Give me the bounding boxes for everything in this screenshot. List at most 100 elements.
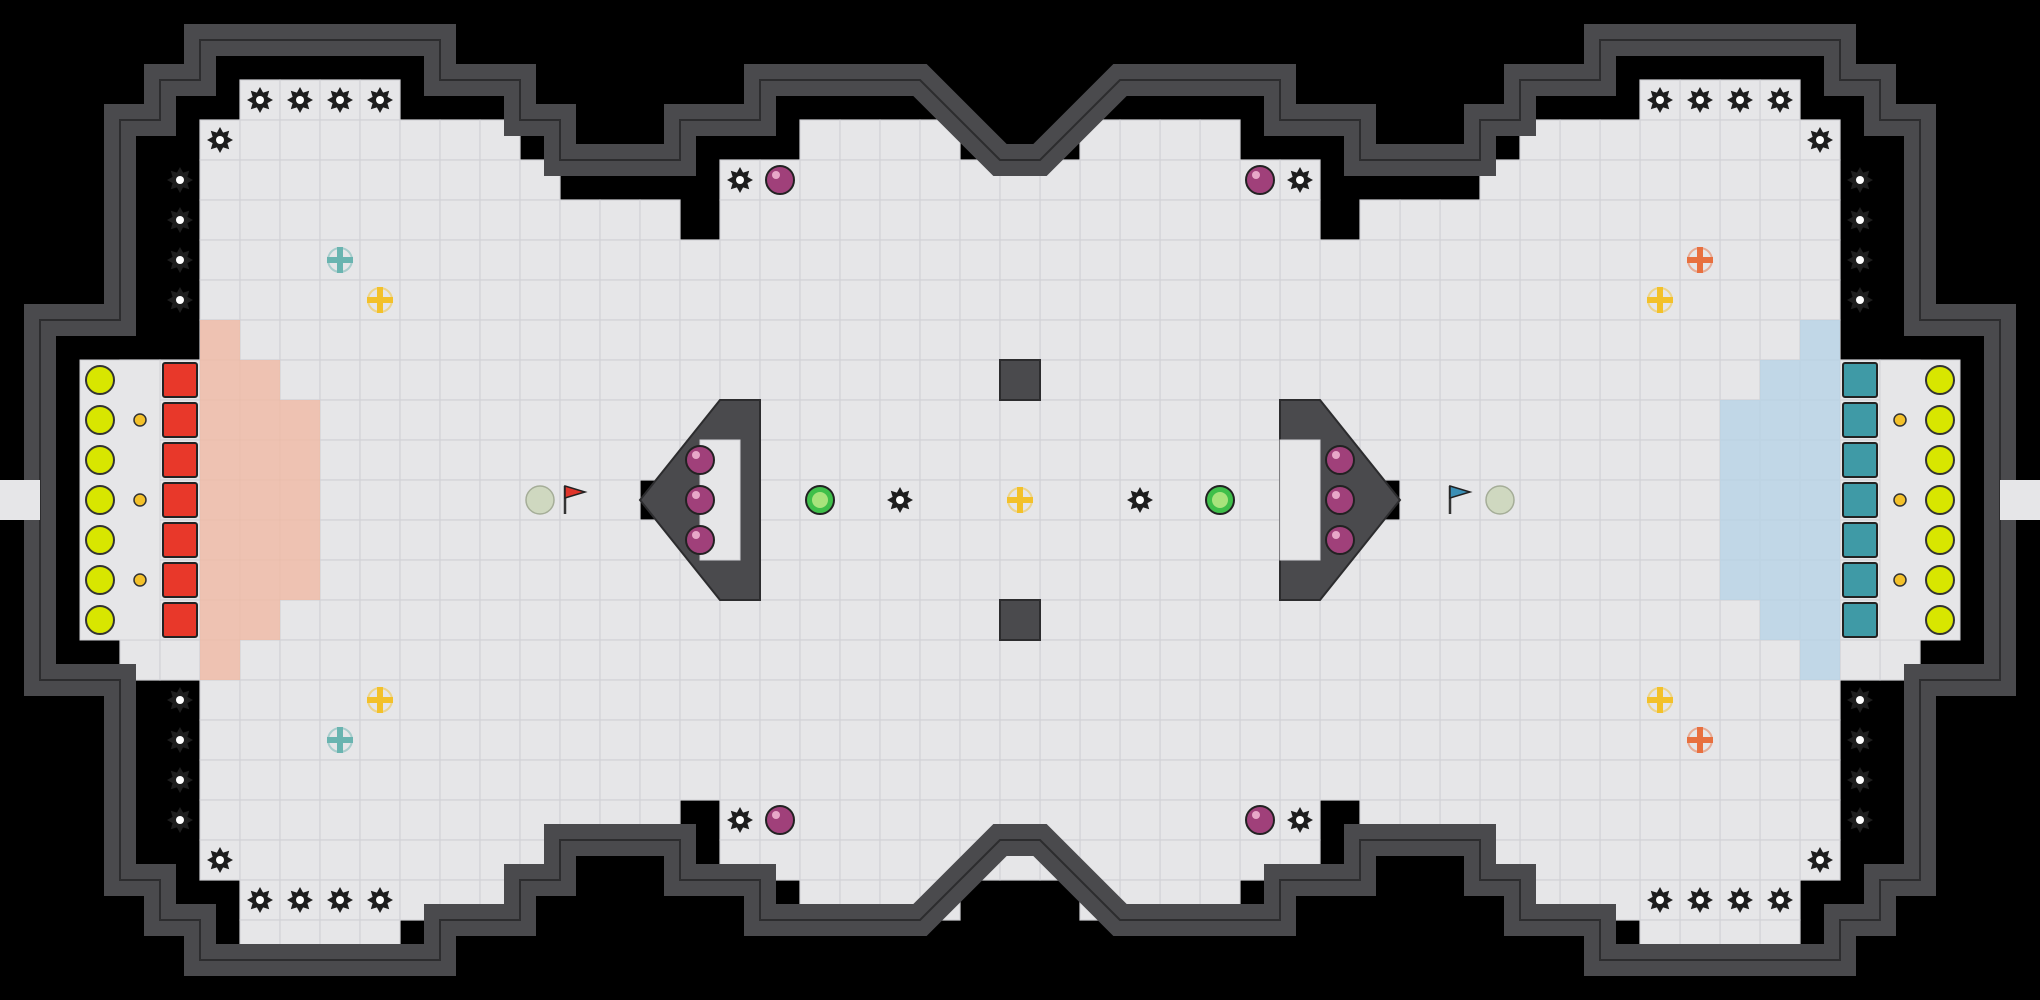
floor-tile bbox=[199, 759, 241, 801]
floor-tile bbox=[1559, 839, 1601, 881]
red-flag bbox=[563, 484, 588, 514]
floor-tile bbox=[279, 279, 321, 321]
floor-tile bbox=[1439, 319, 1481, 361]
floor-tile bbox=[1719, 799, 1761, 841]
floor-tile bbox=[879, 719, 921, 761]
floor-tile bbox=[799, 359, 841, 401]
floor-tile bbox=[1399, 559, 1441, 601]
floor-tile bbox=[719, 719, 761, 761]
floor-tile bbox=[759, 679, 801, 721]
floor-tile bbox=[559, 559, 601, 601]
floor-tile bbox=[1199, 519, 1241, 561]
floor-tile bbox=[279, 159, 321, 201]
floor-tile bbox=[639, 559, 681, 601]
floor-tile bbox=[1639, 639, 1681, 681]
floor-tile bbox=[1759, 639, 1801, 681]
floor-tile bbox=[599, 439, 641, 481]
neutral-ball bbox=[85, 605, 115, 635]
floor-tile bbox=[919, 799, 961, 841]
floor-tile bbox=[359, 399, 401, 441]
floor-tile bbox=[1279, 359, 1321, 401]
floor-tile bbox=[1719, 839, 1761, 881]
floor-tile bbox=[1439, 199, 1481, 241]
floor-tile bbox=[999, 559, 1041, 601]
floor-tile bbox=[679, 319, 721, 361]
floor-tile bbox=[439, 799, 481, 841]
floor-tile bbox=[599, 599, 641, 641]
floor-tile bbox=[239, 759, 281, 801]
floor-tile bbox=[1159, 399, 1201, 441]
floor-tile bbox=[1799, 159, 1841, 201]
floor-tile bbox=[239, 159, 281, 201]
floor-tile bbox=[839, 599, 881, 641]
floor-tile bbox=[1319, 359, 1361, 401]
spike bbox=[1727, 87, 1753, 113]
floor-tile bbox=[519, 399, 561, 441]
floor-tile bbox=[1839, 639, 1881, 681]
floor-tile bbox=[1079, 439, 1121, 481]
floor-tile bbox=[1719, 319, 1761, 361]
floor-tile bbox=[1719, 719, 1761, 761]
floor-tile bbox=[1799, 759, 1841, 801]
floor-tile bbox=[919, 159, 961, 201]
floor-tile bbox=[1039, 399, 1081, 441]
bomb bbox=[1325, 485, 1355, 515]
floor-tile bbox=[1119, 439, 1161, 481]
floor-tile bbox=[1319, 279, 1361, 321]
floor-tile bbox=[1239, 559, 1281, 601]
floor-tile bbox=[1399, 759, 1441, 801]
neutral-ball bbox=[85, 405, 115, 435]
floor-tile bbox=[1599, 319, 1641, 361]
gate-tile bbox=[162, 362, 198, 398]
floor-tile bbox=[279, 839, 321, 881]
floor-tile bbox=[599, 279, 641, 321]
floor-tile bbox=[1199, 839, 1241, 881]
floor-tile bbox=[1639, 839, 1681, 881]
floor-tile bbox=[759, 599, 801, 641]
floor-tile bbox=[279, 719, 321, 761]
floor-tile bbox=[359, 359, 401, 401]
floor-tile bbox=[1159, 439, 1201, 481]
floor-tile bbox=[1279, 759, 1321, 801]
floor-tile bbox=[639, 759, 681, 801]
floor-tile bbox=[279, 359, 321, 401]
floor-tile bbox=[999, 719, 1041, 761]
floor-tile bbox=[479, 239, 521, 281]
floor-tile bbox=[1639, 399, 1681, 441]
floor-tile bbox=[1519, 719, 1561, 761]
floor-tile bbox=[1559, 199, 1601, 241]
neutral-ball bbox=[1925, 445, 1955, 475]
floor-tile bbox=[679, 639, 721, 681]
floor-tile bbox=[1719, 199, 1761, 241]
floor-tile bbox=[279, 759, 321, 801]
floor-tile bbox=[599, 519, 641, 561]
bomb bbox=[685, 525, 715, 555]
floor-tile bbox=[479, 279, 521, 321]
floor-tile bbox=[1759, 199, 1801, 241]
floor-tile bbox=[239, 199, 281, 241]
floor-tile bbox=[879, 559, 921, 601]
floor-tile bbox=[1039, 679, 1081, 721]
floor-tile bbox=[439, 199, 481, 241]
floor-tile bbox=[1479, 719, 1521, 761]
floor-tile bbox=[719, 199, 761, 241]
floor-tile bbox=[1599, 679, 1641, 721]
floor-tile bbox=[1199, 759, 1241, 801]
floor-tile bbox=[1679, 479, 1721, 521]
floor-tile bbox=[719, 279, 761, 321]
floor-tile bbox=[239, 239, 281, 281]
floor-tile bbox=[1399, 279, 1441, 321]
floor-tile bbox=[1079, 559, 1121, 601]
bomb bbox=[685, 445, 715, 475]
spike bbox=[287, 87, 313, 113]
floor-tile bbox=[1559, 359, 1601, 401]
floor-tile bbox=[759, 479, 801, 521]
floor-tile bbox=[1399, 479, 1441, 521]
floor-tile bbox=[479, 319, 521, 361]
floor-tile bbox=[639, 679, 681, 721]
floor-tile bbox=[959, 679, 1001, 721]
floor-tile bbox=[839, 719, 881, 761]
floor-tile bbox=[1159, 799, 1201, 841]
floor-tile bbox=[1239, 439, 1281, 481]
